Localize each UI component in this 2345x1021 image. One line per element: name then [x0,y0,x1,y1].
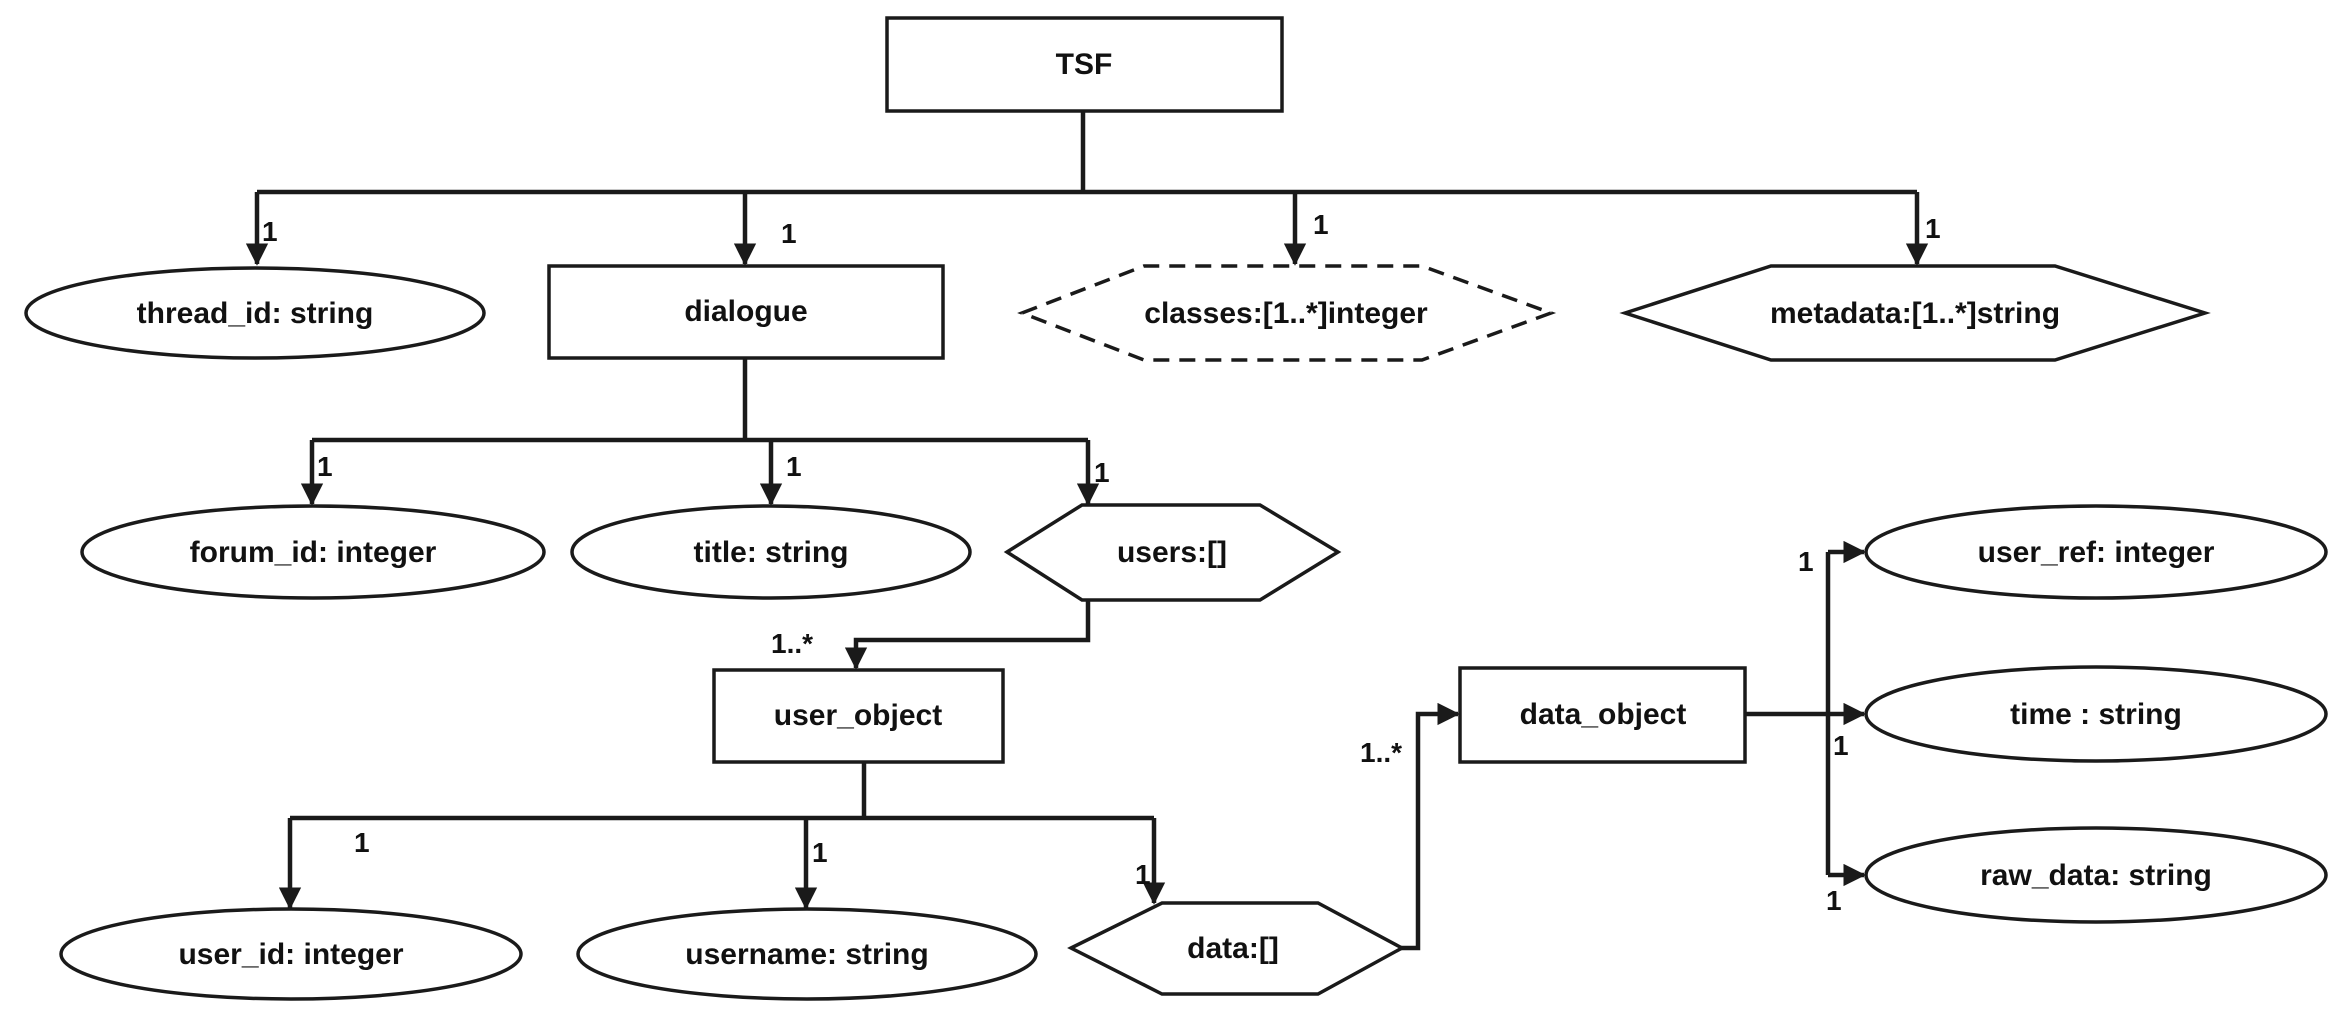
node-title: title: string [570,504,972,600]
mult-data-object: 1..* [1360,737,1402,768]
node-user-ref-label: user_ref: integer [1978,536,2215,569]
node-dialogue: dialogue [547,264,945,360]
node-metadata-label: metadata:[1..*]string [1770,297,2060,330]
node-user-object-label: user_object [774,699,942,732]
node-time-label: time : string [2010,698,2182,731]
node-user-object: user_object [712,668,1005,764]
mult-raw-data: 1 [1826,885,1842,916]
node-thread-id: thread_id: string [24,266,486,360]
mult-time: 1 [1833,730,1849,761]
nodes: TSF thread_id: string dialogue classes:[… [24,16,2328,1001]
node-forum-id-label: forum_id: integer [190,536,437,569]
node-title-label: title: string [694,536,849,569]
node-dialogue-label: dialogue [684,295,807,328]
node-data-object-label: data_object [1520,698,1687,731]
mult-classes: 1 [1313,209,1329,240]
node-data-label: data:[] [1187,932,1279,965]
node-username: username: string [576,907,1038,1001]
node-data-object: data_object [1458,666,1747,764]
edge-data-data-object [1400,702,1460,951]
node-username-label: username: string [685,938,928,971]
node-thread-id-label: thread_id: string [137,297,374,330]
node-tsf: TSF [885,16,1284,113]
node-users: users:[] [1003,503,1342,602]
multiplicity-labels: 1 1 1 1 1 1 1 1..* 1 1 1 1..* 1 1 1 [262,209,1941,916]
edges [245,111,1929,951]
node-data: data:[] [1067,901,1406,996]
mult-title: 1 [786,451,802,482]
mult-thread-id: 1 [262,216,278,247]
node-users-label: users:[] [1117,536,1227,569]
mult-user-id: 1 [354,827,370,858]
mult-user-ref: 1 [1798,546,1814,577]
mult-dialogue: 1 [781,218,797,249]
node-raw-data-label: raw_data: string [1980,859,2212,892]
edge-users-user-object [844,598,1091,670]
node-classes: classes:[1..*]integer [1017,264,1557,362]
node-user-ref: user_ref: integer [1864,504,2328,600]
mult-forum-id: 1 [317,451,333,482]
mult-username: 1 [812,837,828,868]
node-user-id-label: user_id: integer [178,938,403,971]
mult-metadata: 1 [1925,213,1941,244]
node-raw-data: raw_data: string [1864,826,2328,924]
node-time: time : string [1864,665,2328,763]
node-user-id: user_id: integer [59,907,523,1001]
node-forum-id: forum_id: integer [80,504,546,600]
node-classes-label: classes:[1..*]integer [1144,297,1428,330]
mult-user-object: 1..* [771,628,813,659]
node-tsf-label: TSF [1056,48,1113,81]
mult-users: 1 [1094,457,1110,488]
node-metadata: metadata:[1..*]string [1619,264,2211,362]
mult-data: 1 [1135,859,1151,890]
